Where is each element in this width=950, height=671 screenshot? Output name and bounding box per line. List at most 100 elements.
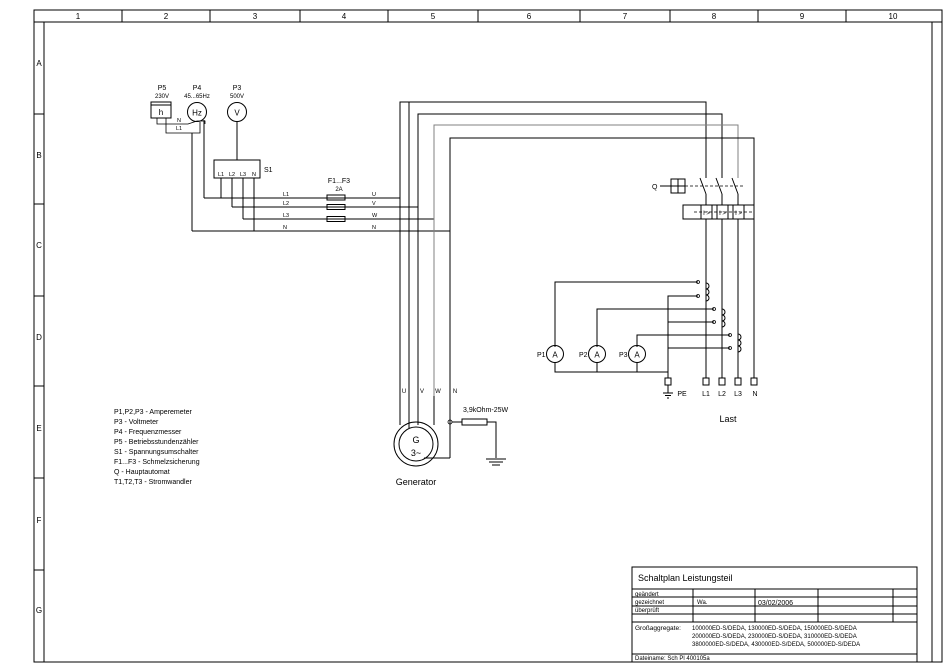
terminal-block: [750, 377, 758, 386]
meter-rating: 45...65Hz: [184, 94, 210, 100]
meter-tag: P4: [193, 85, 202, 92]
terminal-label: L2: [229, 172, 235, 178]
bus-label: N: [283, 225, 287, 231]
generator-symbol: G: [412, 435, 419, 445]
bus-label: N: [372, 225, 376, 231]
column-label: 6: [527, 12, 532, 21]
generator-terminal-label: N: [453, 389, 457, 395]
ammeter-p3: P3 A: [619, 345, 646, 363]
load-terminal-label: L1: [702, 391, 710, 398]
row-label: A: [36, 59, 42, 68]
column-label: 9: [800, 12, 805, 21]
generator-terminal-label: U: [402, 389, 406, 395]
legend-entry: P4 - Frequenzmesser: [114, 429, 182, 436]
bus-label: L3: [283, 213, 289, 219]
row-label: F: [37, 516, 42, 525]
load-terminals: PE L1 L2 L3 N Last: [663, 372, 758, 424]
terminal-label: N: [252, 172, 256, 178]
column-label: 3: [253, 12, 258, 21]
terminal-block: [718, 377, 726, 386]
row-label-drawn: gezeichnet: [635, 600, 664, 606]
fuses-f1-f3: F1...F3 2A: [326, 178, 350, 222]
ammeter-icon: A: [552, 351, 558, 360]
legend-entry: F1...F3 - Schmelzsicherung: [114, 459, 200, 466]
drawing-title: Schaltplan Leistungsteil: [638, 573, 733, 583]
fuse-symbol: [326, 194, 346, 201]
svg-text:I >: I >: [703, 211, 710, 217]
row-label: G: [36, 606, 42, 615]
load-terminal-label: PE: [677, 391, 687, 398]
ammeter-p1: P1 A: [537, 345, 564, 363]
row-labels: A B C D E F G: [36, 59, 42, 615]
frequency-meter-symbol: [187, 102, 207, 122]
legend-entry: P5 - Betriebsstundenzähler: [114, 439, 199, 446]
drawing-frame: [33, 9, 943, 663]
row-label: C: [36, 241, 42, 250]
legend-entry: T1,T2,T3 - Stromwandler: [114, 479, 192, 486]
meter-p4: P4 45...65Hz Hz: [184, 85, 210, 122]
models-list: 200000ED-S/DEDA, 230000ED-S/DEDA, 310000…: [692, 634, 857, 640]
meter-tag: P5: [158, 85, 167, 92]
fuse-symbol: [326, 216, 346, 222]
meter-p5: P5 230V h: [150, 85, 172, 119]
bus-label: U: [372, 192, 376, 198]
terminal-block: [734, 377, 742, 386]
meter-p3-volt: P3 500V V: [227, 85, 247, 122]
column-label: 5: [431, 12, 436, 21]
terminal-block: [702, 377, 710, 386]
title-block: Schaltplan Leistungsteil geändert gezeic…: [631, 566, 918, 663]
models-list: 3800000ED-S/DEDA, 430000ED-S/DEDA, 50000…: [692, 642, 860, 648]
meter-rating: 500V: [230, 94, 244, 100]
legend-entry: S1 - Spannungsumschalter: [114, 449, 199, 456]
terminal-label: L1: [218, 172, 224, 178]
legend-entry: P3 - Voltmeter: [114, 419, 159, 426]
wire-label-l1: L1: [176, 126, 182, 132]
generator-terminal-label: V: [420, 389, 424, 395]
column-label: 8: [712, 12, 717, 21]
models-list: 100000ED-S/DEDA, 130000ED-S/DEDA, 150000…: [692, 626, 857, 632]
svg-text:I >: I >: [735, 211, 742, 217]
generator: G 3~ Generator: [393, 421, 439, 487]
generator-terminal-label: W: [435, 389, 441, 395]
voltmeter-icon: V: [234, 109, 240, 118]
meter-tag: P3: [233, 85, 242, 92]
resistor-label: 3,9kOhm-25W: [463, 407, 509, 414]
column-label: 4: [342, 12, 347, 21]
legend-entry: Q - Hauptautomat: [114, 469, 170, 476]
row-label: E: [36, 424, 41, 433]
component-tag: F1...F3: [328, 178, 350, 185]
load-terminal-label: N: [752, 391, 757, 398]
current-transformers: [554, 280, 742, 372]
bus-label: L1: [283, 192, 289, 198]
generator-phase-symbol: 3~: [411, 448, 421, 458]
hour-meter-icon: h: [159, 108, 163, 117]
ammeter-icon: A: [594, 351, 600, 360]
fuse-rating: 2A: [335, 187, 342, 193]
hour-meter-symbol: [150, 101, 172, 119]
bus-label: W: [372, 213, 378, 219]
meter-wiring: L1 N: [156, 118, 238, 231]
load-caption: Last: [719, 414, 737, 424]
bus-wiring: L1 L2 L3 N U V W N: [192, 187, 450, 232]
frequency-meter-icon: Hz: [192, 109, 202, 118]
bus-label: V: [372, 201, 376, 207]
column-label: 1: [76, 12, 81, 21]
legend: P1,P2,P3 - Amperemeter P3 - Voltmeter P4…: [114, 409, 200, 486]
meter-tag: P2: [579, 352, 588, 359]
load-terminal-label: L3: [734, 391, 742, 398]
drawn-date: 03/02/2006: [758, 600, 793, 607]
file-name: Dateiname: Sch Pl 400105a: [635, 656, 710, 662]
component-tag: Q: [652, 184, 658, 191]
column-label: 7: [623, 12, 628, 21]
component-tag: S1: [264, 167, 273, 174]
column-labels: 1 2 3 4 5 6 7 8 9 10: [76, 12, 898, 21]
ammeters: P1 A P2 A P3 A: [537, 345, 668, 373]
ammeter-icon: A: [634, 351, 640, 360]
generator-feeders: U V W N: [399, 101, 755, 459]
terminal-block: [664, 377, 672, 386]
terminal-label: L3: [240, 172, 246, 178]
ammeter-p2: P2 A: [579, 345, 606, 363]
row-label-changed: geändert: [635, 592, 659, 598]
models-label: Großaggregate:: [635, 625, 681, 632]
